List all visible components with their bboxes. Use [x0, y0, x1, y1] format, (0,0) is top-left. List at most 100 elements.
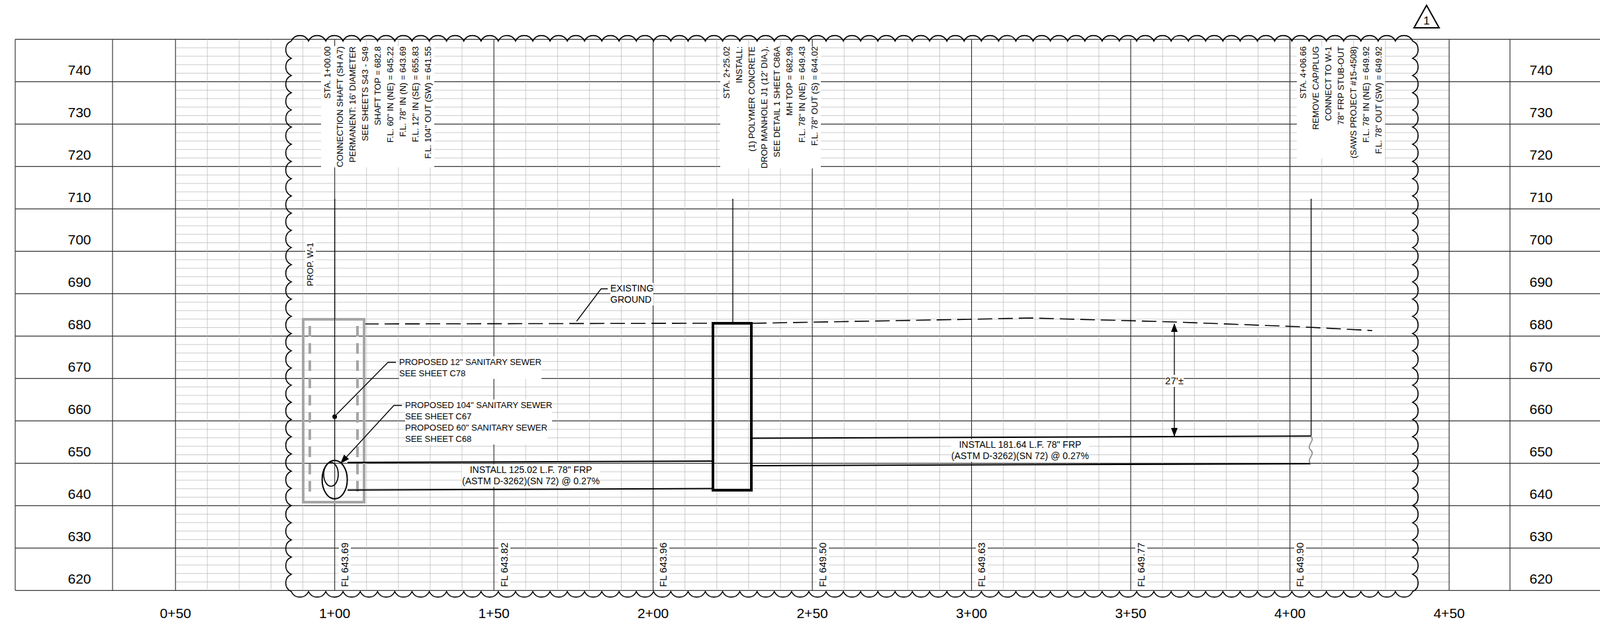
grid-line [1225, 39, 1227, 590]
text-line: REMOVE CAP/PLUG [1309, 46, 1322, 159]
elevation-label: 630 [67, 526, 91, 544]
grid [15, 39, 1600, 590]
leader-line [576, 288, 608, 322]
pipe-invert [347, 488, 713, 490]
text-line: SEE SHEET C67 [405, 410, 553, 422]
text-line: (ASTM D-3262)(SN 72) @ 0.27% [951, 450, 1089, 462]
station-leader [334, 198, 335, 320]
pipe-crown [752, 435, 1311, 438]
text-line: F.L. 78" OUT (SW) = 649.92 [1372, 46, 1385, 159]
text-line: F.L. 78" IN (NE) = 649.92 [1359, 46, 1373, 159]
sewer-callout: PROPOSED 60" SANITARY SEWER SEE SHEET C6… [405, 421, 548, 445]
grid-line [1034, 39, 1036, 590]
text-line: PROPOSED 104" SANITARY SEWER [405, 399, 553, 411]
station-line [652, 39, 654, 590]
elevation-line [15, 377, 1600, 379]
flowline-label: FL 649.77 [1135, 542, 1148, 587]
flowline-label: FL 649.90 [1294, 542, 1307, 587]
elevation-label: 690 [1529, 272, 1553, 290]
station-label: 1+00 [319, 604, 351, 621]
station-leader [1310, 198, 1312, 436]
text-line: CONNECT TO W-1 [1321, 46, 1335, 159]
elevation-label: 740 [67, 60, 91, 78]
text-line: MH TOP = 682.99 [783, 46, 796, 169]
text-line: CONNECTION SHAFT (SH A7) [333, 46, 347, 168]
text-line: (SAWS PROJECT #15-4508) [1347, 46, 1360, 159]
flowline-label: FL 649.50 [816, 542, 829, 587]
elevation-line [15, 293, 1600, 294]
elevation-label: 640 [67, 484, 91, 502]
grid-line [684, 39, 686, 590]
station-leader [732, 198, 733, 324]
elevation-label: 730 [1529, 103, 1553, 120]
station-label: 4+50 [1433, 604, 1465, 621]
grid-line [907, 39, 909, 590]
grid-line [1257, 39, 1259, 590]
text-line: EXISTING [610, 282, 654, 294]
elevation-label: 680 [67, 315, 91, 332]
elevation-label: 650 [1529, 442, 1553, 459]
leader-dot [332, 414, 337, 420]
text-line: F.L. 12" IN (SE) = 655.83 [409, 46, 422, 168]
frame-line [1509, 39, 1510, 590]
grid-line [1194, 39, 1195, 590]
text-line: DROP MANHOLE J1 (12' DIA.), [757, 46, 771, 169]
grid-line [1002, 39, 1004, 590]
station-line [1129, 39, 1131, 590]
text-line: PROPOSED 60" SANITARY SEWER [405, 421, 548, 433]
pipe-label: INSTALL 125.02 L.F. 78" FRP (ASTM D-3262… [462, 464, 600, 487]
text-line: GROUND [610, 293, 654, 306]
shaft-annotation: STA. 1+00.00 CONNECTION SHAFT (SH A7) PE… [321, 46, 435, 168]
dimension-arrow [1171, 323, 1178, 332]
pipe-section [323, 462, 339, 486]
text-line: INSTALL 125.02 L.F. 78" FRP [462, 464, 600, 476]
elevation-label: 690 [67, 272, 91, 290]
grid-line [302, 39, 304, 590]
existing-ground [752, 317, 1373, 331]
elevation-label: 660 [1529, 399, 1553, 417]
dimension-label: 27'± [1165, 374, 1184, 387]
grid-line [939, 39, 941, 590]
grid-line [462, 39, 463, 590]
station-label: 3+50 [1114, 604, 1146, 621]
pipe-label: INSTALL 181.64 L.F. 78" FRP (ASTM D-3262… [951, 438, 1089, 462]
grid-line [1066, 39, 1068, 590]
text-line: PROPOSED 12" SANITARY SEWER [399, 356, 542, 368]
station-line [971, 39, 972, 590]
break-symbol [1309, 435, 1313, 464]
elevation-label: 720 [67, 145, 91, 163]
grid-line [844, 39, 845, 590]
elevation-label: 620 [1529, 569, 1553, 586]
text-line: F.L. 78" IN (N) = 643.69 [396, 46, 410, 168]
leader-line [346, 405, 403, 457]
grid-line [1384, 39, 1386, 590]
grid-line [238, 39, 240, 590]
flowline-label: FL 643.69 [338, 542, 351, 587]
text-line: STA. 4+06.66 [1296, 46, 1310, 159]
elevation-line [15, 420, 1600, 422]
elevation-label: 670 [1529, 357, 1553, 375]
grid-line [589, 39, 590, 590]
manhole-annotation: STA. 2+25.02 INSTALL: (1) POLYMER CONCRE… [720, 46, 821, 169]
station-label: 2+50 [796, 604, 828, 621]
grid-line [875, 39, 877, 590]
elevation-label: 700 [67, 230, 91, 247]
text-line: SEE SHEET C68 [405, 432, 548, 445]
elevation-line [15, 335, 1600, 337]
connection-shaft [303, 319, 365, 502]
elevation-label: 620 [67, 569, 91, 586]
station-label: 4+00 [1274, 604, 1306, 621]
elevation-label: 710 [1529, 188, 1553, 205]
pipe-invert [752, 463, 1311, 466]
text-line: F.L. 78" IN (NE) = 649.43 [795, 46, 809, 169]
elevation-label: 640 [1529, 484, 1553, 502]
text-line: (ASTM D-3262)(SN 72) @ 0.27% [462, 475, 600, 487]
elevation-label: 650 [67, 442, 91, 459]
grid-line [716, 39, 717, 590]
station-label: 0+50 [159, 604, 191, 621]
station-line [1449, 39, 1450, 590]
elevation-label: 740 [1529, 60, 1553, 78]
elevation-line [15, 250, 1600, 252]
pipe-section [322, 460, 348, 499]
revision-cloud [285, 35, 1419, 598]
